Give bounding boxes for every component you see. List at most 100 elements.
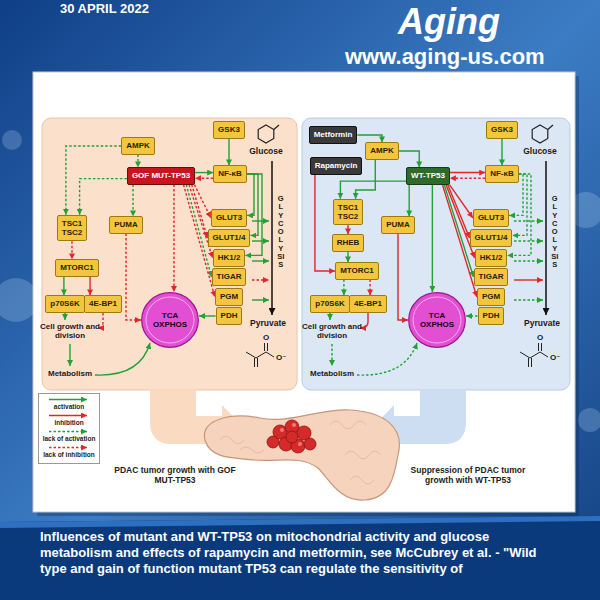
legend-entry: inhibition <box>40 412 98 426</box>
pathway-label: GLYCOLYSIS <box>551 195 559 269</box>
legend-text: lack of activation <box>40 435 98 442</box>
legend-text: lack of inhibition <box>40 451 98 458</box>
node-label: Metformin <box>314 130 353 139</box>
legend-arrow <box>49 447 87 448</box>
mitochondrion-outer <box>142 293 199 348</box>
protein-box: PGM <box>477 288 505 305</box>
protein-box: PUMA <box>109 216 143 233</box>
regulation-arrow <box>63 277 64 296</box>
flux-arrow <box>514 240 543 241</box>
atom-label: O⁻ <box>550 353 560 362</box>
node-label: PGM <box>482 292 500 301</box>
flux-arrow <box>514 299 543 300</box>
regulation-arrow <box>408 185 409 217</box>
regulation-arrow <box>398 234 408 320</box>
metabolite-label: Glucose <box>518 147 562 157</box>
regulation-arrow <box>194 185 210 218</box>
flux-arrow <box>252 260 269 261</box>
protein-box: 4E-BP1 <box>349 295 387 312</box>
metabolite-label: Pyruvate <box>518 319 566 329</box>
tumor-cell <box>267 436 279 448</box>
mitochondrion-outer <box>409 293 466 348</box>
outcome-label: Metabolism <box>302 369 362 378</box>
node-label: PDH <box>483 311 500 320</box>
flux-arrow <box>514 260 543 261</box>
legend-arrow <box>49 431 87 432</box>
bond <box>255 358 258 367</box>
wildtype-glycolysis <box>330 125 553 375</box>
regulation-arrow <box>199 315 216 316</box>
regulation-arrow <box>369 280 370 296</box>
flux-arrow <box>252 220 269 221</box>
atom-label: O <box>537 333 543 342</box>
legend-arrow <box>49 415 87 416</box>
outcome-label: Cell growth and division <box>302 322 362 340</box>
regulation-arrow <box>446 185 475 258</box>
regulation-arrow <box>512 174 527 235</box>
mutant-tp53-box: GOF MUT-TP53 <box>127 167 195 184</box>
flux-arrow <box>252 240 269 241</box>
node-label: GOF MUT-TP53 <box>132 171 190 180</box>
node-label: GLUT1/4 <box>213 233 246 242</box>
node-label: 4E-BP1 <box>354 299 382 308</box>
protein-box: HK1/2 <box>213 249 246 266</box>
effect-arrow <box>64 313 65 320</box>
node-label: Rapamycin <box>315 161 358 170</box>
node-label: MTORC1 <box>340 266 374 275</box>
cover-caption: Influences of mutant and WT-TP53 on mito… <box>40 529 562 577</box>
pancreas <box>204 410 399 500</box>
regulation-arrow <box>173 185 174 292</box>
regulation-arrow <box>247 174 258 235</box>
node-label: TIGAR <box>217 272 242 281</box>
mitochondrion-inner <box>413 297 461 343</box>
regulation-arrow <box>466 315 478 316</box>
regulation-arrow <box>66 146 121 215</box>
bokeh-circle <box>578 408 600 432</box>
node-label: PDH <box>221 311 238 320</box>
node-label: PUMA <box>386 220 410 229</box>
figure-card <box>33 72 575 512</box>
node-label: NF-κB <box>218 169 242 178</box>
node-label: AMPK <box>126 141 150 150</box>
effect-arrow <box>329 313 330 320</box>
lobule <box>345 451 381 459</box>
glucose-bond <box>274 125 279 130</box>
protein-box: NF-κB <box>485 165 519 182</box>
node-label: GLUT3 <box>216 213 242 222</box>
lobule <box>350 476 374 484</box>
node-label: p70S6K <box>315 299 344 308</box>
regulation-arrow <box>137 155 138 168</box>
protein-box: NF-κB <box>213 165 247 182</box>
journal-title: Aging <box>398 1 500 42</box>
regulation-arrow <box>247 174 254 215</box>
protein-box: PDH <box>478 307 505 324</box>
node-label: TCA OXPHOS <box>420 311 454 329</box>
node-label: HK1/2 <box>218 253 241 262</box>
outcome-label: Cell growth and division <box>40 322 100 340</box>
glycolysis-arrow <box>545 161 547 315</box>
node-label: AMPK <box>370 146 394 155</box>
issue-date: 30 APRIL 2022 <box>60 2 149 17</box>
protein-box: GLUT3 <box>473 209 509 226</box>
legend-text: activation <box>40 403 98 410</box>
node-label: TIGAR <box>479 272 504 281</box>
tumor-outcome-label: PDAC tumor growth with GOF MUT-TP53 <box>109 466 241 486</box>
regulation-arrow <box>195 172 213 173</box>
legend-sample <box>47 396 91 403</box>
glucose-ring <box>532 125 548 143</box>
lobule <box>330 421 366 429</box>
protein-box: GSK3 <box>213 121 245 138</box>
regulation-arrow <box>432 185 433 292</box>
bond <box>520 352 548 358</box>
wildtype-tp53-box: WT-TP53 <box>406 167 450 184</box>
legend-entry: activation <box>40 396 98 410</box>
node-label: GSK3 <box>218 125 240 134</box>
tumor-cell <box>304 438 316 450</box>
metabolite-label: Pyruvate <box>244 319 292 329</box>
node-label: RHEB <box>337 238 360 247</box>
tumor <box>267 420 316 453</box>
regulation-arrow <box>357 135 382 142</box>
regulation-arrow <box>195 178 213 179</box>
legend-entry: lack of inhibition <box>40 444 98 458</box>
